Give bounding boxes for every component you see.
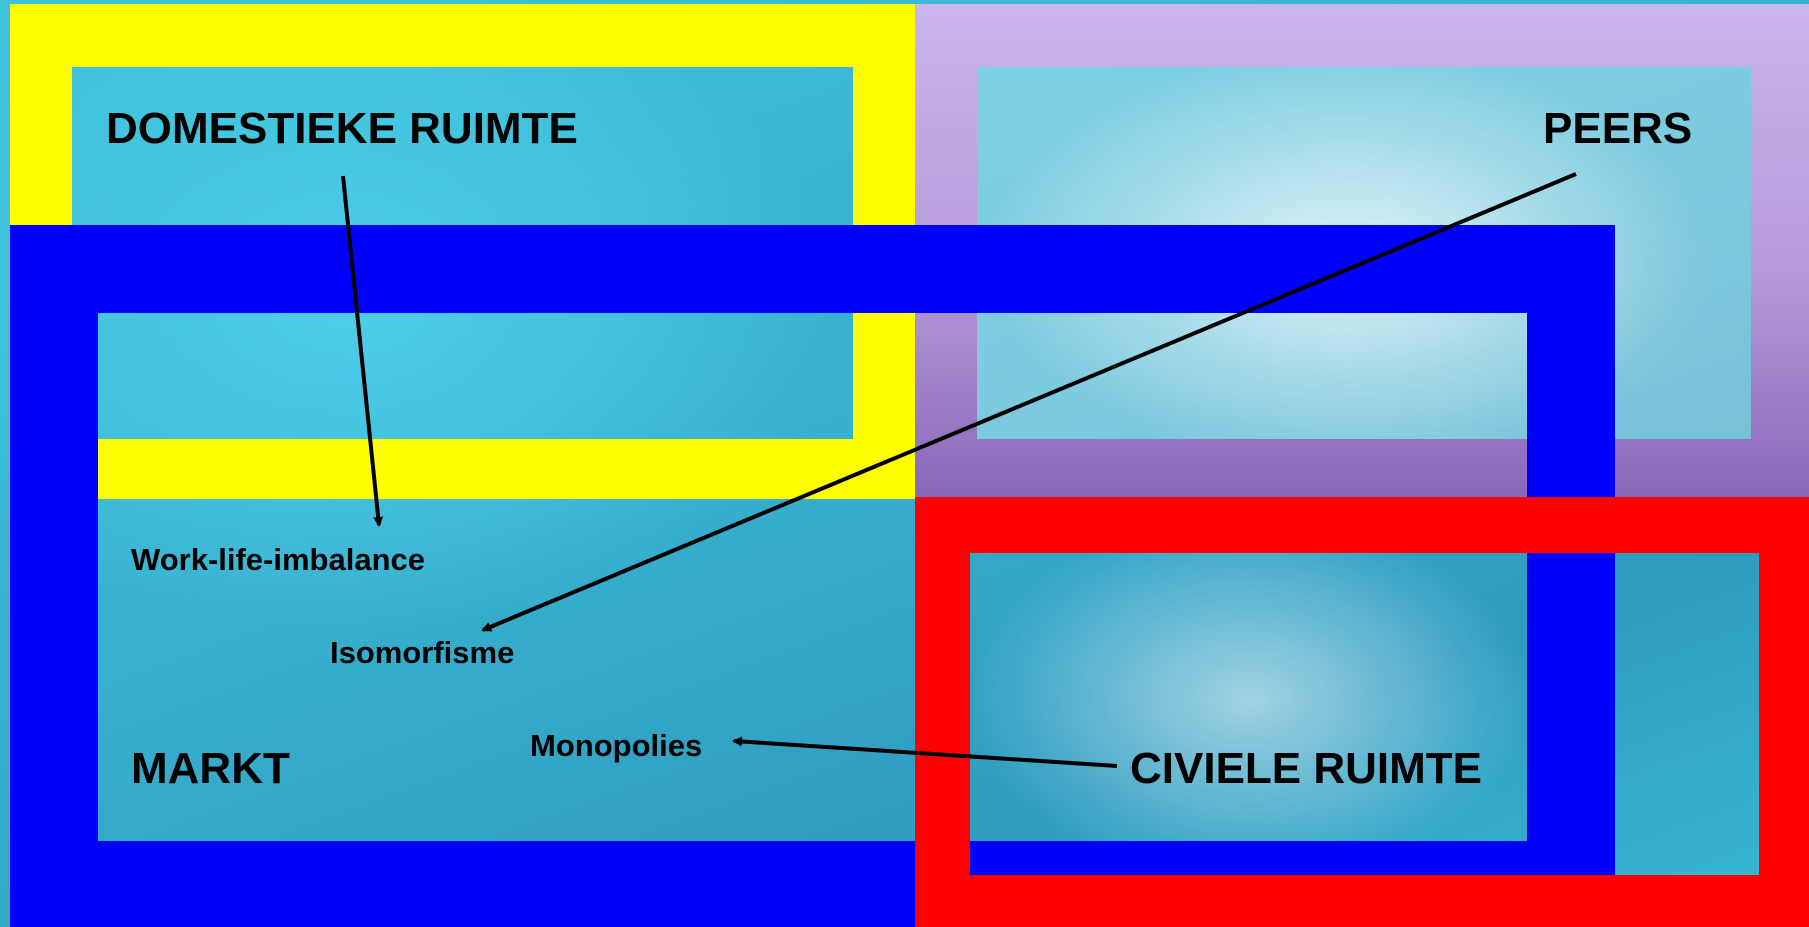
isomorphism-label: Isomorfisme (330, 635, 515, 670)
monopolies-label: Monopolies (530, 728, 703, 763)
civic-space-frame (915, 497, 1809, 927)
civic-space-label: CIVIELE RUIMTE (1130, 744, 1483, 793)
arrow-peers-to-isomorphism (481, 172, 1577, 632)
work-life-imbalance-label: Work-life-imbalance (131, 542, 426, 577)
market-label: MARKT (131, 744, 290, 793)
market-frame-overlap (1527, 553, 1615, 875)
domestic-space-label: DOMESTIEKE RUIMTE (106, 104, 578, 153)
market-frame-overlap-bottom (970, 841, 1615, 875)
peers-label: PEERS (1543, 104, 1693, 153)
arrow-civic-to-monopolies (732, 736, 1118, 768)
arrow-domestic-to-work-life (341, 175, 384, 527)
